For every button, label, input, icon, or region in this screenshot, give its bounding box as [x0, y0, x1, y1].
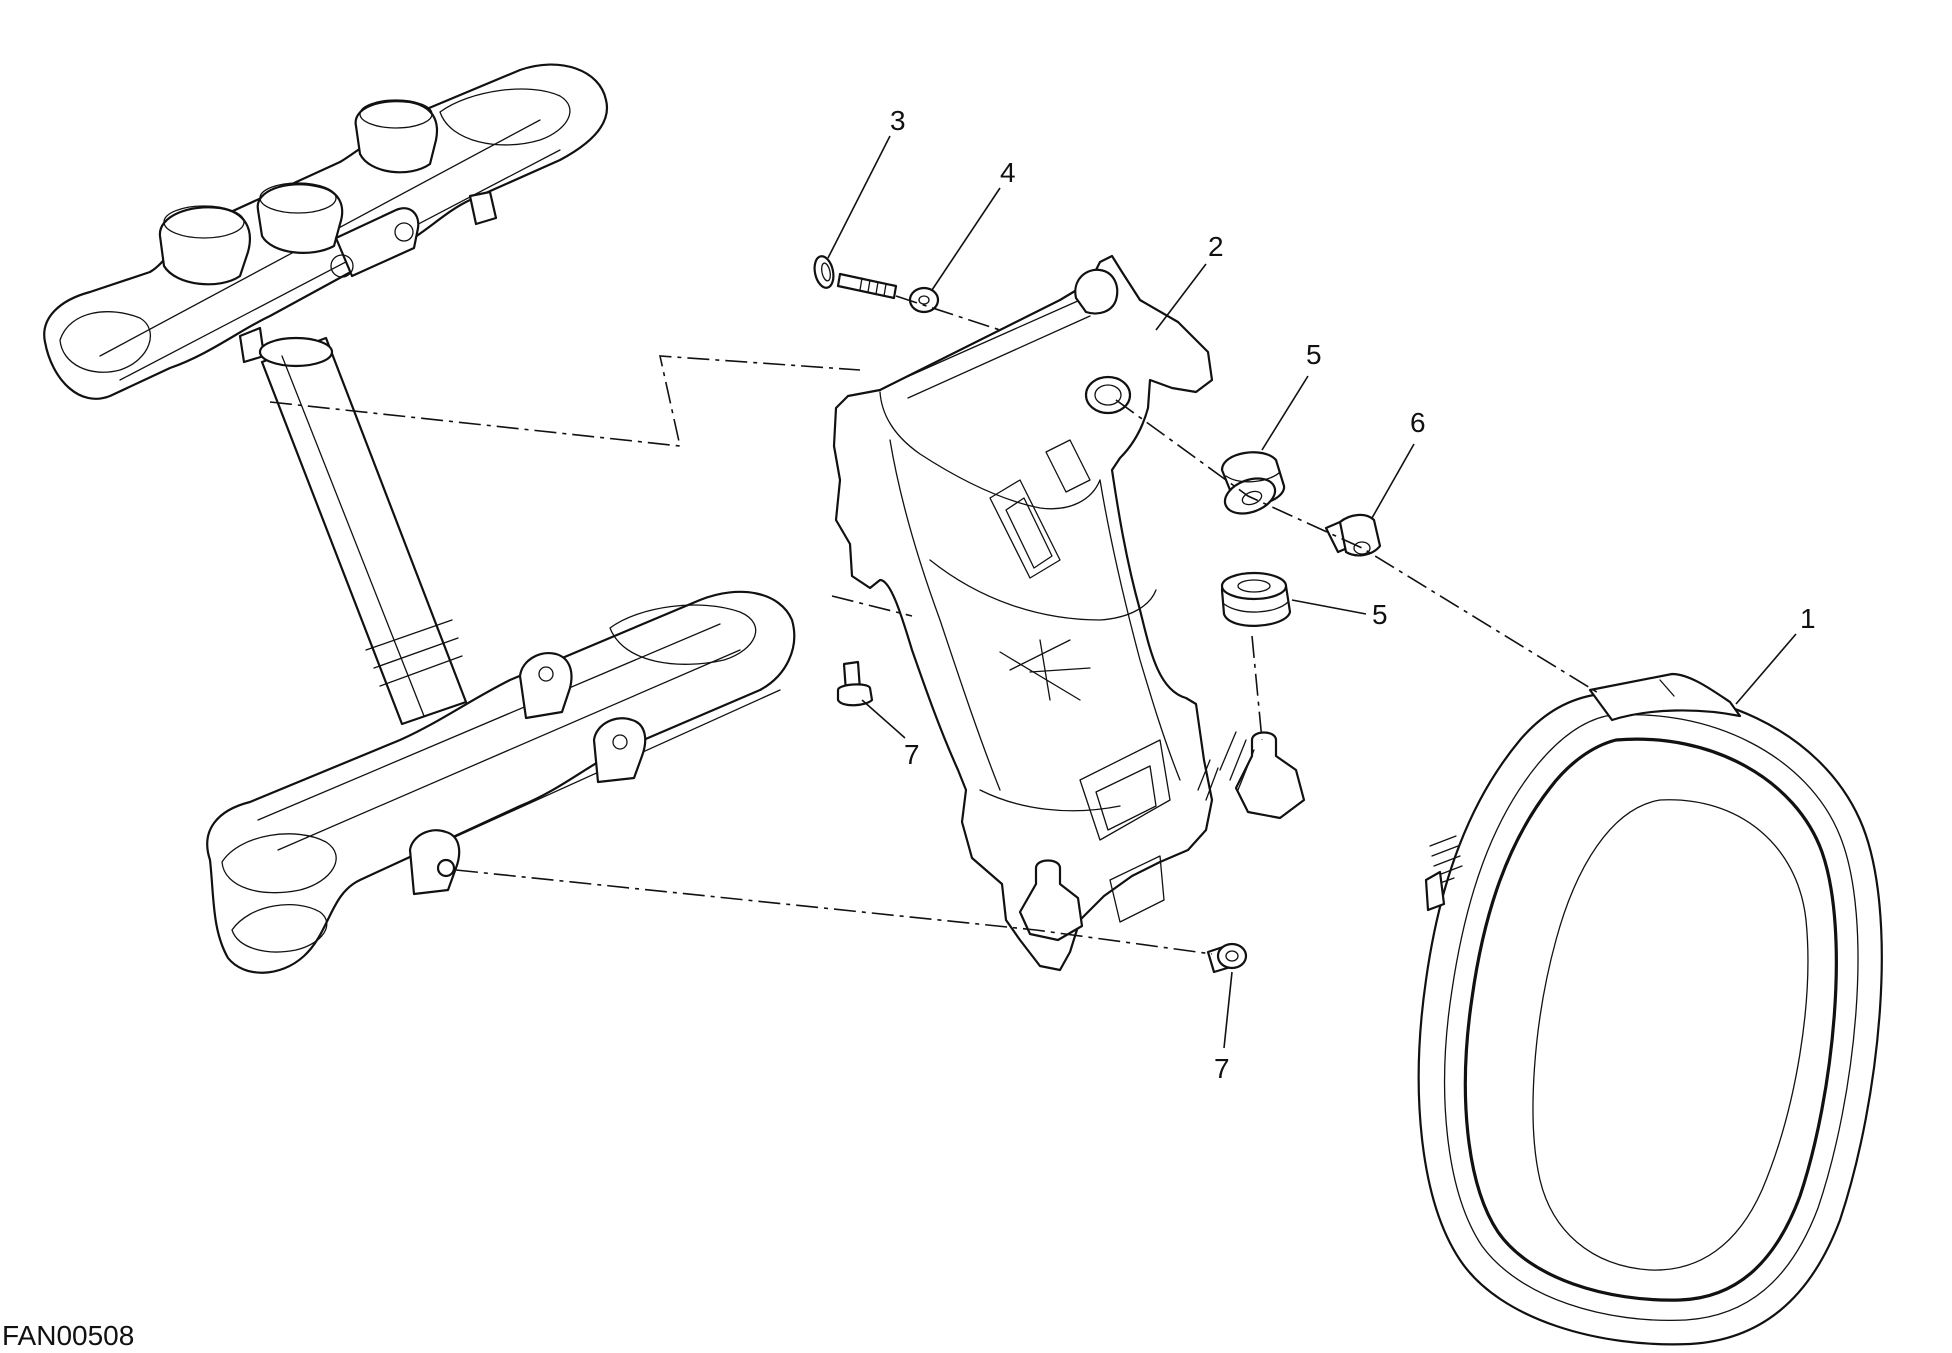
callout-bolt-left: 7	[904, 739, 920, 770]
bolt-left	[836, 660, 874, 707]
headlight-bracket	[832, 254, 1306, 972]
steering-stem	[258, 336, 468, 726]
callout-headlight: 1	[1800, 603, 1816, 634]
grommet-upper	[1220, 451, 1286, 515]
screw	[813, 255, 898, 300]
steering-yoke-assembly	[43, 63, 796, 974]
grommet-lower	[1220, 571, 1292, 627]
callout-leaders	[827, 135, 1797, 1049]
lower-triple-clamp	[206, 590, 796, 974]
diagram-code: FAN00508	[2, 1320, 135, 1351]
headlight-unit	[1417, 672, 1883, 1346]
callout-bolt-lower: 7	[1214, 1053, 1230, 1084]
callout-grommet-upper: 5	[1306, 339, 1322, 370]
callout-grommet-lower: 5	[1372, 599, 1388, 630]
bushing	[1324, 513, 1382, 557]
callout-bracket: 2	[1208, 231, 1224, 262]
callout-bushing: 6	[1410, 407, 1426, 438]
upper-triple-clamp	[43, 63, 609, 400]
bolt-lower	[1206, 942, 1248, 974]
alignment-lines	[269, 295, 1601, 955]
callout-washer: 4	[1000, 157, 1016, 188]
callout-screw: 3	[890, 105, 906, 136]
